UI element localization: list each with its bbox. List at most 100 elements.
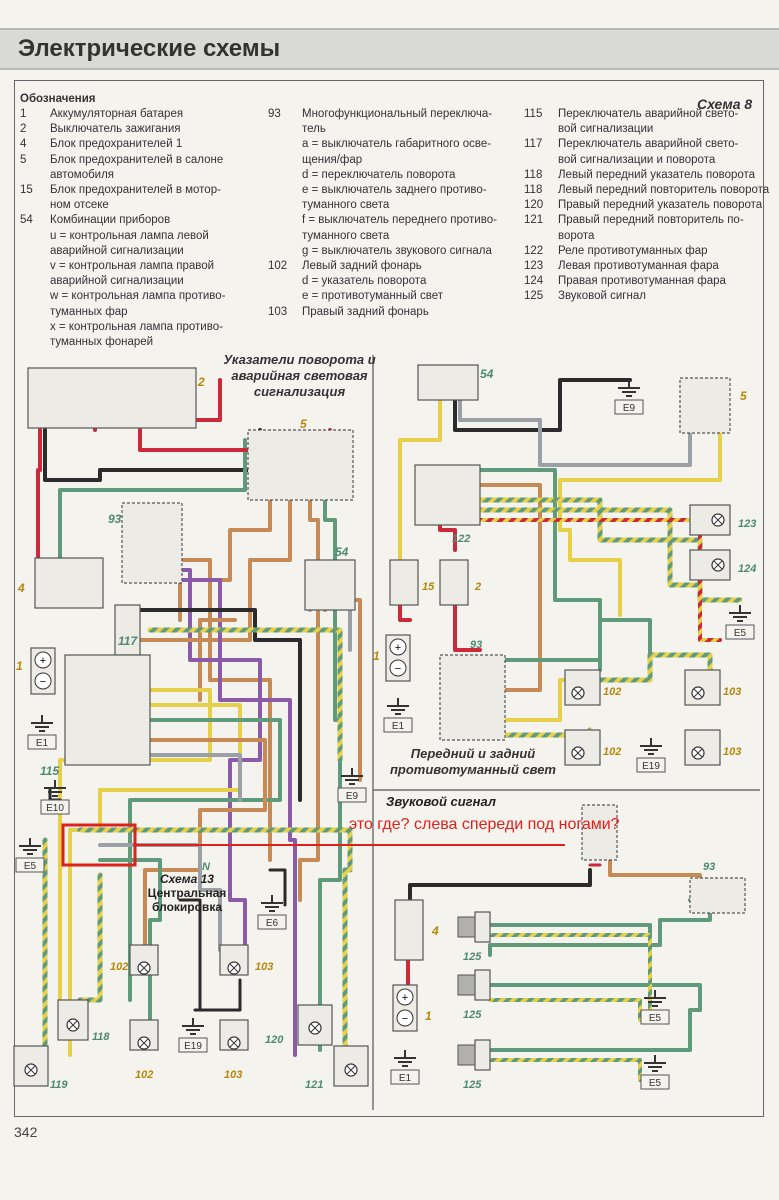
- legend-entry-text: Многофункциональный переключа-: [302, 108, 493, 120]
- page-header: Электрические схемы: [0, 28, 779, 70]
- legend-entry-text: автомобиля: [50, 168, 115, 181]
- legend-entry-text: Левый задний фонарь: [302, 260, 422, 272]
- ground-label-box: [725, 624, 755, 640]
- legend-entry-text: v = контрольная лампа правой: [50, 260, 215, 272]
- legend-entry-text: Блок предохранителей в мотор-: [50, 184, 221, 196]
- legend-entry-text: Реле противотуманных фар: [558, 244, 708, 257]
- ground-label-E1: E1: [36, 738, 49, 749]
- ground-label-box: [337, 787, 367, 803]
- legend-entry-text: вой сигнализации и поворота: [558, 153, 716, 166]
- component-label-103: 103: [224, 1069, 242, 1081]
- lamp-103-a-x2: [229, 963, 239, 973]
- multiswitch-93-right: [439, 654, 506, 741]
- lamp-102-c-x2: [573, 688, 583, 698]
- rear-lamp-102-c: [564, 669, 601, 706]
- ground-label-E9: E9: [623, 403, 636, 414]
- legend-entry-text: Переключатель аварийной свето-: [558, 138, 739, 151]
- legend-title: Обозначения: [20, 93, 96, 105]
- legend-entry-number: 93: [268, 108, 281, 120]
- legend-entry-text: w = контрольная лампа противо-: [50, 290, 226, 303]
- legend-entry-number: 123: [524, 260, 544, 272]
- legend-entry-number: 5: [20, 153, 27, 166]
- ground-label-box: [257, 914, 287, 930]
- ground-label-box: [614, 399, 644, 415]
- battery-minus-terminal: [396, 1009, 414, 1027]
- fusebox-4: [34, 557, 104, 609]
- horn-125-b-body: [457, 974, 476, 996]
- legend-entry-text: e = выключатель заднего противо-: [302, 184, 487, 196]
- legend-entry-text: ном отсеке: [50, 199, 109, 212]
- legend-entry-number: 121: [524, 214, 544, 227]
- component-label-102: 102: [110, 961, 128, 973]
- legend-entry-number: 124: [524, 275, 544, 288]
- component-label-102: 102: [603, 686, 621, 698]
- battery-plus-sign: +: [395, 642, 401, 654]
- component-label-4: 4: [431, 924, 439, 938]
- legend-entry-number: 118: [524, 168, 543, 181]
- horn-125-c: [474, 1039, 491, 1071]
- horn-switch-93: [689, 877, 746, 914]
- legend-entry-number: 115: [524, 108, 543, 120]
- section-turn-line2: аварийная световая: [231, 368, 368, 383]
- legend-entry-text: Блок предохранителей 1: [50, 138, 183, 151]
- component-label-54: 54: [335, 545, 349, 559]
- ground-label-E10: E10: [46, 803, 64, 814]
- lamp-124-x2: [713, 560, 723, 570]
- legend-entry-text: d = переключатель поворота: [302, 168, 456, 181]
- component-label-N: N: [202, 861, 211, 873]
- central-line2: Центральная: [147, 886, 227, 900]
- lamp-103-b-x2: [229, 1038, 239, 1048]
- legend-entry-number: 120: [524, 199, 544, 212]
- legend-entry-text: тель: [302, 123, 326, 136]
- component-label-123: 123: [738, 518, 756, 530]
- section-turn-signals: Указатели поворота и аварийная световая …: [212, 352, 387, 400]
- legend-entry-number: 54: [20, 214, 33, 227]
- horn-125-c-body: [457, 1044, 476, 1066]
- hazard-switch-117: [114, 604, 141, 656]
- battery-plus-terminal: [34, 651, 52, 669]
- hazard-switch-115: [64, 654, 151, 766]
- legend-entry-text: Левый передний повторитель поворота: [558, 184, 770, 196]
- battery-minus-sign: −: [402, 1013, 408, 1025]
- fog-relay-122: [414, 464, 481, 526]
- legend-entry-text: d = указатель поворота: [302, 275, 427, 288]
- component-label-115: 115: [40, 764, 59, 778]
- horn-125-a: [474, 911, 491, 943]
- fusebox-5-left: [247, 429, 354, 501]
- ground-label-E5: E5: [649, 1013, 662, 1024]
- ground-label-box: [390, 1069, 420, 1085]
- page-number: 342: [14, 1124, 38, 1140]
- legend-entry-number: 122: [524, 244, 544, 257]
- component-label-122: 122: [452, 533, 470, 545]
- legend-entry-text: Правый передний повторитель по-: [558, 214, 744, 227]
- component-label-1: 1: [16, 659, 23, 673]
- ground-label-box: [27, 734, 57, 750]
- instrument-54-right: [417, 364, 479, 401]
- legend-entry-text: Звуковой сигнал: [558, 290, 646, 303]
- legend-entry-text: Правый задний фонарь: [302, 305, 429, 318]
- component-label-125: 125: [463, 951, 482, 963]
- multiswitch-93-left: [121, 502, 183, 584]
- legend-entry-text: g = выключатель звукового сигнала: [302, 244, 492, 257]
- diagram-frame: [14, 80, 764, 1117]
- legend-entry-text: Левая противотуманная фара: [558, 260, 719, 272]
- lamp-102-b-x2: [139, 1038, 149, 1048]
- component-label-125: 125: [463, 1009, 482, 1021]
- component-label-119: 119: [50, 1079, 68, 1091]
- legend-entry-number: 125: [524, 290, 544, 303]
- ground-label-E1: E1: [399, 1073, 412, 1084]
- legend-entry-text: Аккумуляторная батарея: [50, 108, 184, 120]
- legend-entry-number: 118: [524, 184, 543, 196]
- battery-plus-sign: +: [402, 992, 408, 1004]
- ground-label-E5: E5: [649, 1078, 662, 1089]
- page-title: Электрические схемы: [18, 35, 281, 62]
- lamp-118-x2: [68, 1020, 78, 1030]
- legend-entry-text: Правая противотуманная фара: [558, 275, 726, 288]
- component-label-5: 5: [300, 417, 307, 431]
- legend-entry-text: Левый передний указатель поворота: [558, 168, 756, 181]
- horn-125-b: [474, 969, 491, 1001]
- legend-entry-text: туманного света: [302, 229, 390, 242]
- legend-entry-number: 15: [20, 184, 33, 196]
- ground-label-E5: E5: [734, 628, 747, 639]
